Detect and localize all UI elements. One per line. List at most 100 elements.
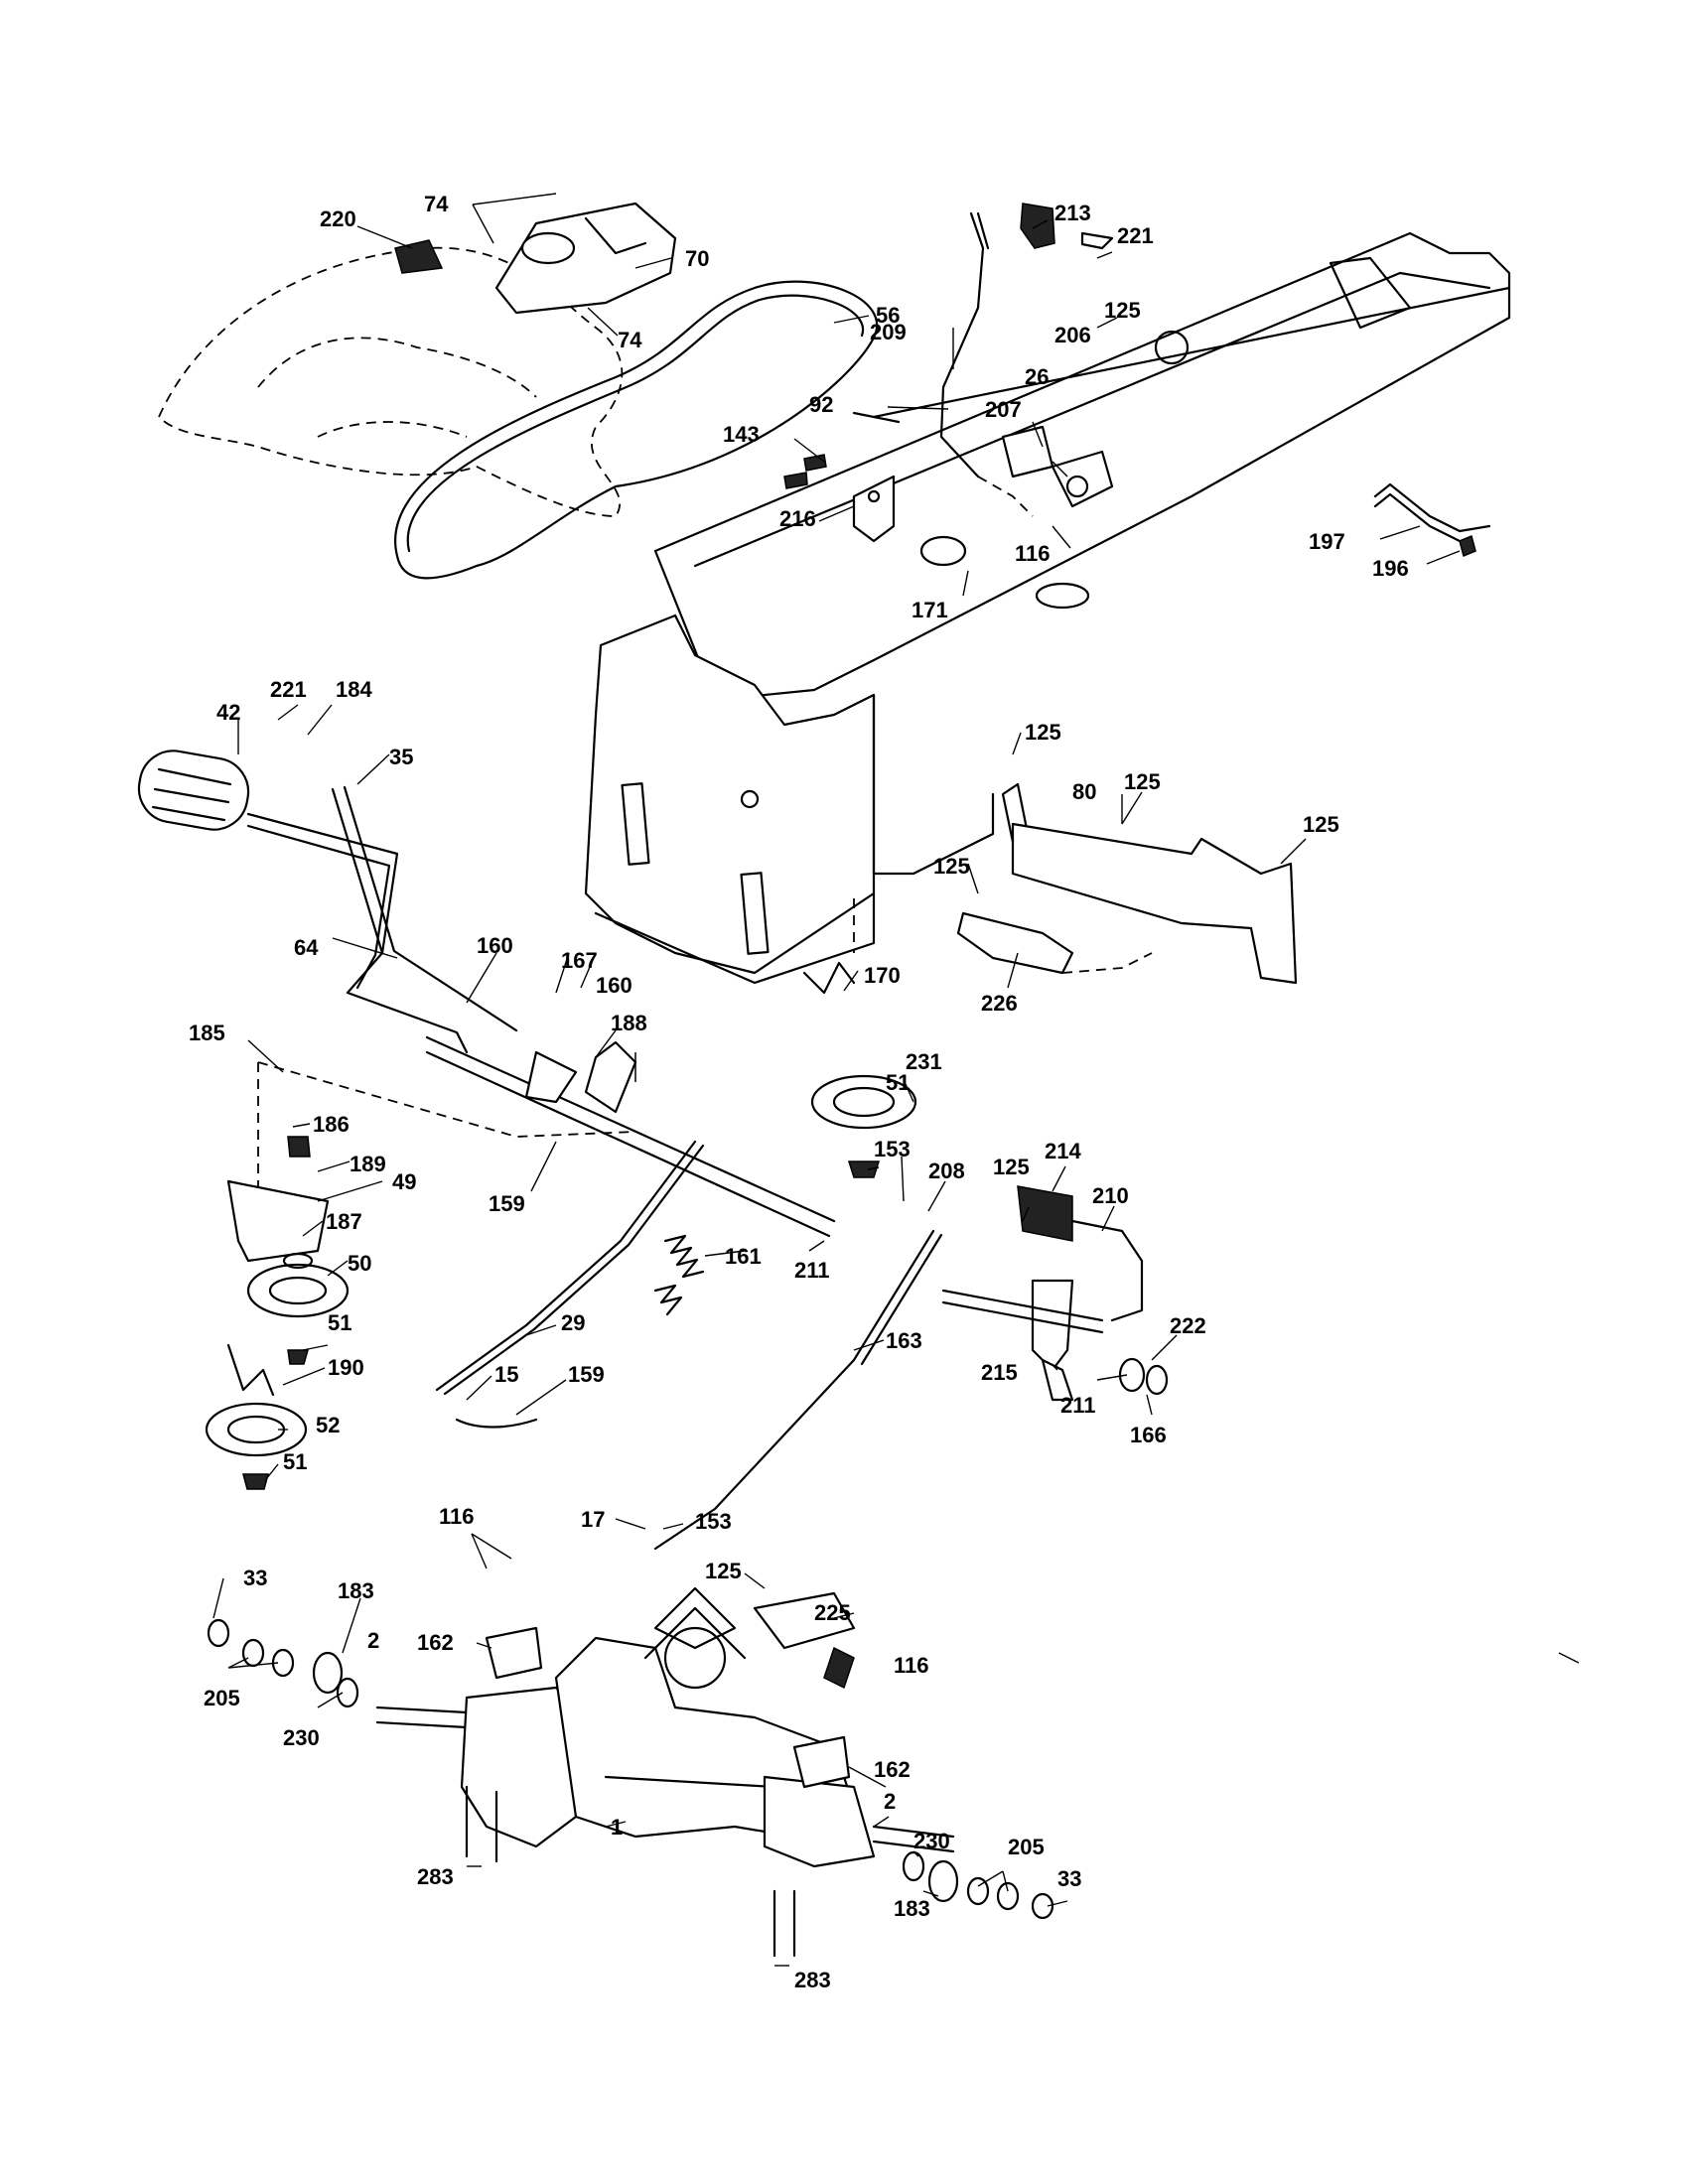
part-label-33: 33 <box>1057 1866 1081 1891</box>
part-label-231: 231 <box>906 1049 942 1074</box>
part-label-185: 185 <box>189 1021 225 1045</box>
part-label-207: 207 <box>985 397 1022 422</box>
part-label-166: 166 <box>1130 1423 1167 1447</box>
part-label-211: 211 <box>1060 1393 1096 1418</box>
part-label-205: 205 <box>1008 1835 1045 1859</box>
part-label-159: 159 <box>568 1362 605 1387</box>
part-label-49: 49 <box>392 1169 416 1194</box>
part-label-221: 221 <box>270 677 307 702</box>
part-label-214: 214 <box>1045 1139 1081 1163</box>
part-label-283: 283 <box>417 1864 454 1889</box>
part-label-125: 125 <box>1025 720 1061 745</box>
part-label-125: 125 <box>933 854 970 879</box>
part-label-162: 162 <box>874 1757 911 1782</box>
part-label-70: 70 <box>685 246 709 271</box>
part-label-52: 52 <box>316 1413 340 1437</box>
pulley-50 <box>246 1252 350 1318</box>
part-label-143: 143 <box>723 422 760 447</box>
part-label-210: 210 <box>1092 1183 1129 1208</box>
part-label-213: 213 <box>1054 201 1091 225</box>
part-label-116: 116 <box>894 1653 929 1678</box>
part-label-189: 189 <box>350 1152 386 1176</box>
part-label-170: 170 <box>864 963 901 988</box>
part-label-160: 160 <box>477 933 513 958</box>
part-label-153: 153 <box>874 1137 911 1161</box>
spring-161 <box>653 1234 705 1316</box>
part-label-26: 26 <box>1025 364 1049 389</box>
part-label-74: 74 <box>618 328 642 352</box>
cross-shaft <box>257 1035 836 1238</box>
part-label-160: 160 <box>596 973 632 998</box>
part-label-221: 221 <box>1117 223 1154 248</box>
part-label-184: 184 <box>336 677 372 702</box>
part-label-183: 183 <box>338 1578 374 1603</box>
part-label-188: 188 <box>611 1011 647 1035</box>
part-label-187: 187 <box>326 1209 362 1234</box>
part-label-51: 51 <box>328 1310 351 1335</box>
part-label-42: 42 <box>216 700 240 725</box>
part-label-2: 2 <box>367 1628 379 1653</box>
idler-pulley-231 <box>802 961 917 1178</box>
part-label-56: 56 <box>876 303 900 328</box>
part-label-225: 225 <box>814 1600 851 1625</box>
part-label-186: 186 <box>313 1112 350 1137</box>
part-label-226: 226 <box>981 991 1018 1016</box>
rear-bracket <box>1373 482 1491 558</box>
part-label-125: 125 <box>1303 812 1339 837</box>
part-label-230: 230 <box>913 1829 950 1853</box>
part-label-206: 206 <box>1054 323 1091 347</box>
pedal-assembly <box>941 1185 1169 1402</box>
part-label-33: 33 <box>243 1566 267 1590</box>
part-label-161: 161 <box>725 1244 762 1269</box>
part-label-74: 74 <box>424 192 449 216</box>
front-axle-bracket <box>853 782 1298 985</box>
part-label-50: 50 <box>348 1251 371 1276</box>
bracket-189 <box>226 1136 330 1263</box>
part-label-125: 125 <box>993 1155 1030 1179</box>
part-label-125: 125 <box>705 1559 742 1583</box>
dash-panel <box>394 202 677 315</box>
part-label-215: 215 <box>981 1360 1018 1385</box>
part-label-35: 35 <box>389 745 413 769</box>
part-label-2: 2 <box>884 1789 896 1814</box>
part-label-153: 153 <box>695 1509 732 1534</box>
part-label-116: 116 <box>439 1504 475 1529</box>
part-label-159: 159 <box>489 1191 525 1216</box>
part-label-211: 211 <box>794 1258 830 1283</box>
part-label-92: 92 <box>809 392 833 417</box>
control-shaft-64 <box>246 785 518 1054</box>
part-label-1: 1 <box>611 1815 623 1840</box>
part-label-17: 17 <box>581 1507 605 1532</box>
transaxle <box>207 1586 1054 1958</box>
part-label-171: 171 <box>912 598 948 622</box>
part-label-125: 125 <box>1104 298 1141 323</box>
part-label-116: 116 <box>1015 541 1051 566</box>
part-label-205: 205 <box>204 1686 240 1710</box>
pulley-52 <box>205 1343 309 1490</box>
part-label-64: 64 <box>294 935 319 960</box>
part-label-51: 51 <box>283 1449 307 1474</box>
part-label-167: 167 <box>561 948 598 973</box>
part-label-51: 51 <box>886 1070 910 1095</box>
rod-29 <box>435 1140 705 1429</box>
part-label-216: 216 <box>779 506 816 531</box>
part-label-162: 162 <box>417 1630 454 1655</box>
part-label-183: 183 <box>894 1896 930 1921</box>
part-label-196: 196 <box>1372 556 1409 581</box>
part-label-125: 125 <box>1124 769 1161 794</box>
part-label-208: 208 <box>928 1159 965 1183</box>
part-label-220: 220 <box>320 206 356 231</box>
part-label-29: 29 <box>561 1310 585 1335</box>
part-label-197: 197 <box>1309 529 1345 554</box>
part-label-163: 163 <box>886 1328 922 1353</box>
part-labels: 74 220 70 74 56 213 221 125 206 209 26 9… <box>189 192 1409 1992</box>
part-label-190: 190 <box>328 1355 364 1380</box>
part-label-222: 222 <box>1170 1313 1206 1338</box>
part-label-209: 209 <box>870 320 907 344</box>
part-label-80: 80 <box>1072 779 1096 804</box>
leader-lines <box>212 193 1580 1967</box>
handle-grip <box>137 750 250 831</box>
part-label-230: 230 <box>283 1725 320 1750</box>
part-label-15: 15 <box>494 1362 518 1387</box>
